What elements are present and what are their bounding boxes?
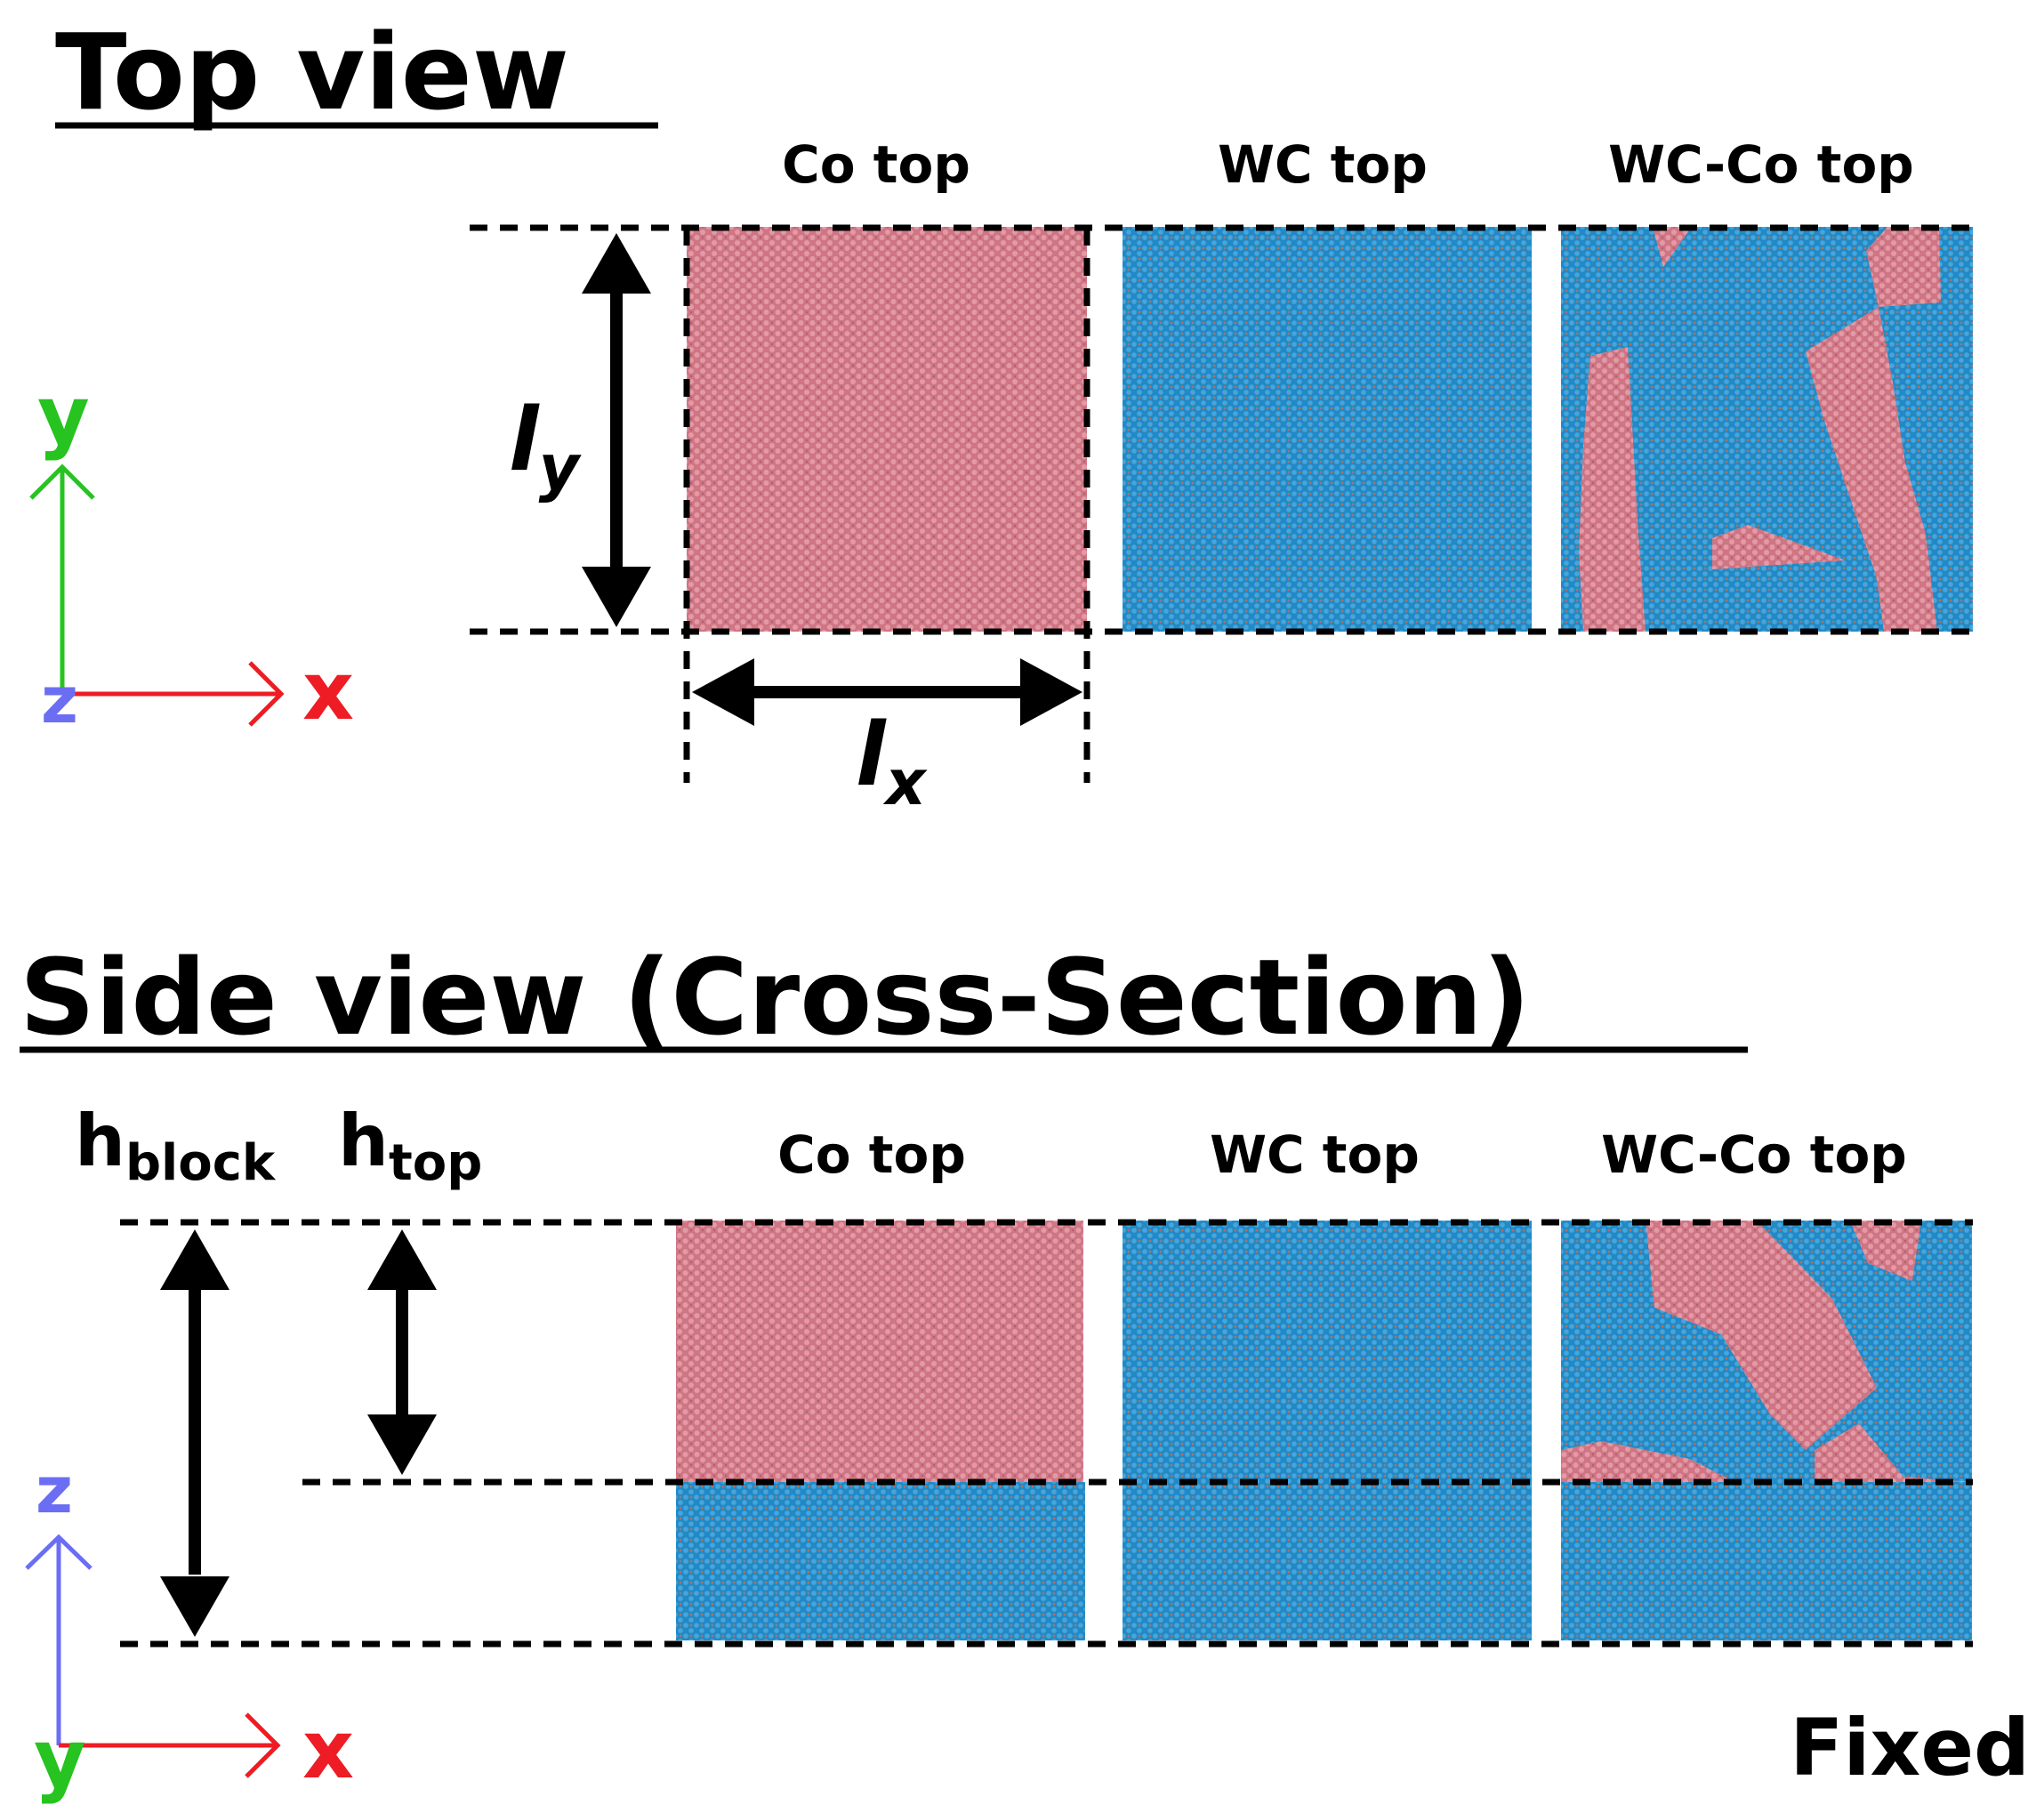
- side-wcco-co-grain-1: [1646, 1221, 1721, 1334]
- top-z-axis-label: z: [41, 663, 78, 737]
- side-z-axis-label: z: [36, 1453, 73, 1527]
- top-axis-triad: y x z: [29, 369, 354, 738]
- top-wcco-co-grain-5: [1712, 525, 1846, 569]
- side-wc-panel: [1123, 1221, 1532, 1640]
- hblock-dimension-arrow: [160, 1229, 229, 1637]
- side-wcco-co-grain-2: [1699, 1221, 1877, 1450]
- side-x-axis-label: x: [302, 1704, 354, 1797]
- top-panel-label-wcco: WC-Co top: [1608, 134, 1914, 195]
- top-x-axis-label: x: [302, 645, 354, 738]
- side-view-section: Side view (Cross-Section) hblock htop Co…: [20, 936, 2030, 1806]
- side-panel-label-wc: WC top: [1210, 1124, 1420, 1185]
- htop-label: htop: [338, 1100, 482, 1192]
- side-view-title: Side view (Cross-Section): [20, 936, 1531, 1059]
- ly-dimension-arrow: [582, 233, 651, 627]
- top-view-section: Top view Co top WC top WC-Co top: [29, 11, 1975, 819]
- top-panel-label-wc: WC top: [1218, 134, 1428, 195]
- top-wcco-panel: [1561, 227, 1973, 632]
- top-co-panel: [687, 227, 1087, 632]
- side-z-arrowhead: [25, 1534, 93, 1570]
- side-x-arrowhead: [245, 1712, 281, 1778]
- hblock-label: hblock: [75, 1100, 277, 1192]
- lx-label: lx: [856, 705, 928, 819]
- top-y-arrowhead: [29, 463, 95, 500]
- top-panel-label-co: Co top: [782, 134, 970, 195]
- side-wcco-co-grain-4: [1561, 1441, 1734, 1482]
- ly-label: ly: [509, 390, 583, 504]
- top-wcco-co-grain-1: [1653, 227, 1692, 267]
- htop-dimension-arrow: [367, 1229, 437, 1475]
- side-co-top-layer: [676, 1221, 1083, 1482]
- top-wcco-co-grain-2: [1866, 227, 1941, 307]
- side-co-base-layer: [676, 1482, 1085, 1640]
- top-view-title: Top view: [55, 11, 569, 133]
- top-y-axis-label: y: [37, 369, 90, 463]
- top-x-arrowhead: [248, 661, 285, 727]
- side-panel-label-wcco: WC-Co top: [1601, 1124, 1907, 1185]
- side-wcco-panel: [1561, 1221, 1972, 1640]
- top-wc-panel: [1123, 227, 1532, 632]
- side-wcco-co-grain-5: [1815, 1423, 1972, 1482]
- side-y-axis-label: y: [34, 1712, 86, 1806]
- lx-dimension-arrow: [692, 658, 1082, 726]
- fixed-label: Fixed: [1790, 1702, 2030, 1793]
- side-panel-label-co: Co top: [777, 1124, 966, 1185]
- top-wcco-co-grain-3: [1806, 307, 1937, 632]
- side-wcco-co-grain-3: [1850, 1221, 1921, 1281]
- side-axis-triad: z x y: [25, 1453, 354, 1806]
- top-wcco-co-grain-4: [1579, 347, 1646, 632]
